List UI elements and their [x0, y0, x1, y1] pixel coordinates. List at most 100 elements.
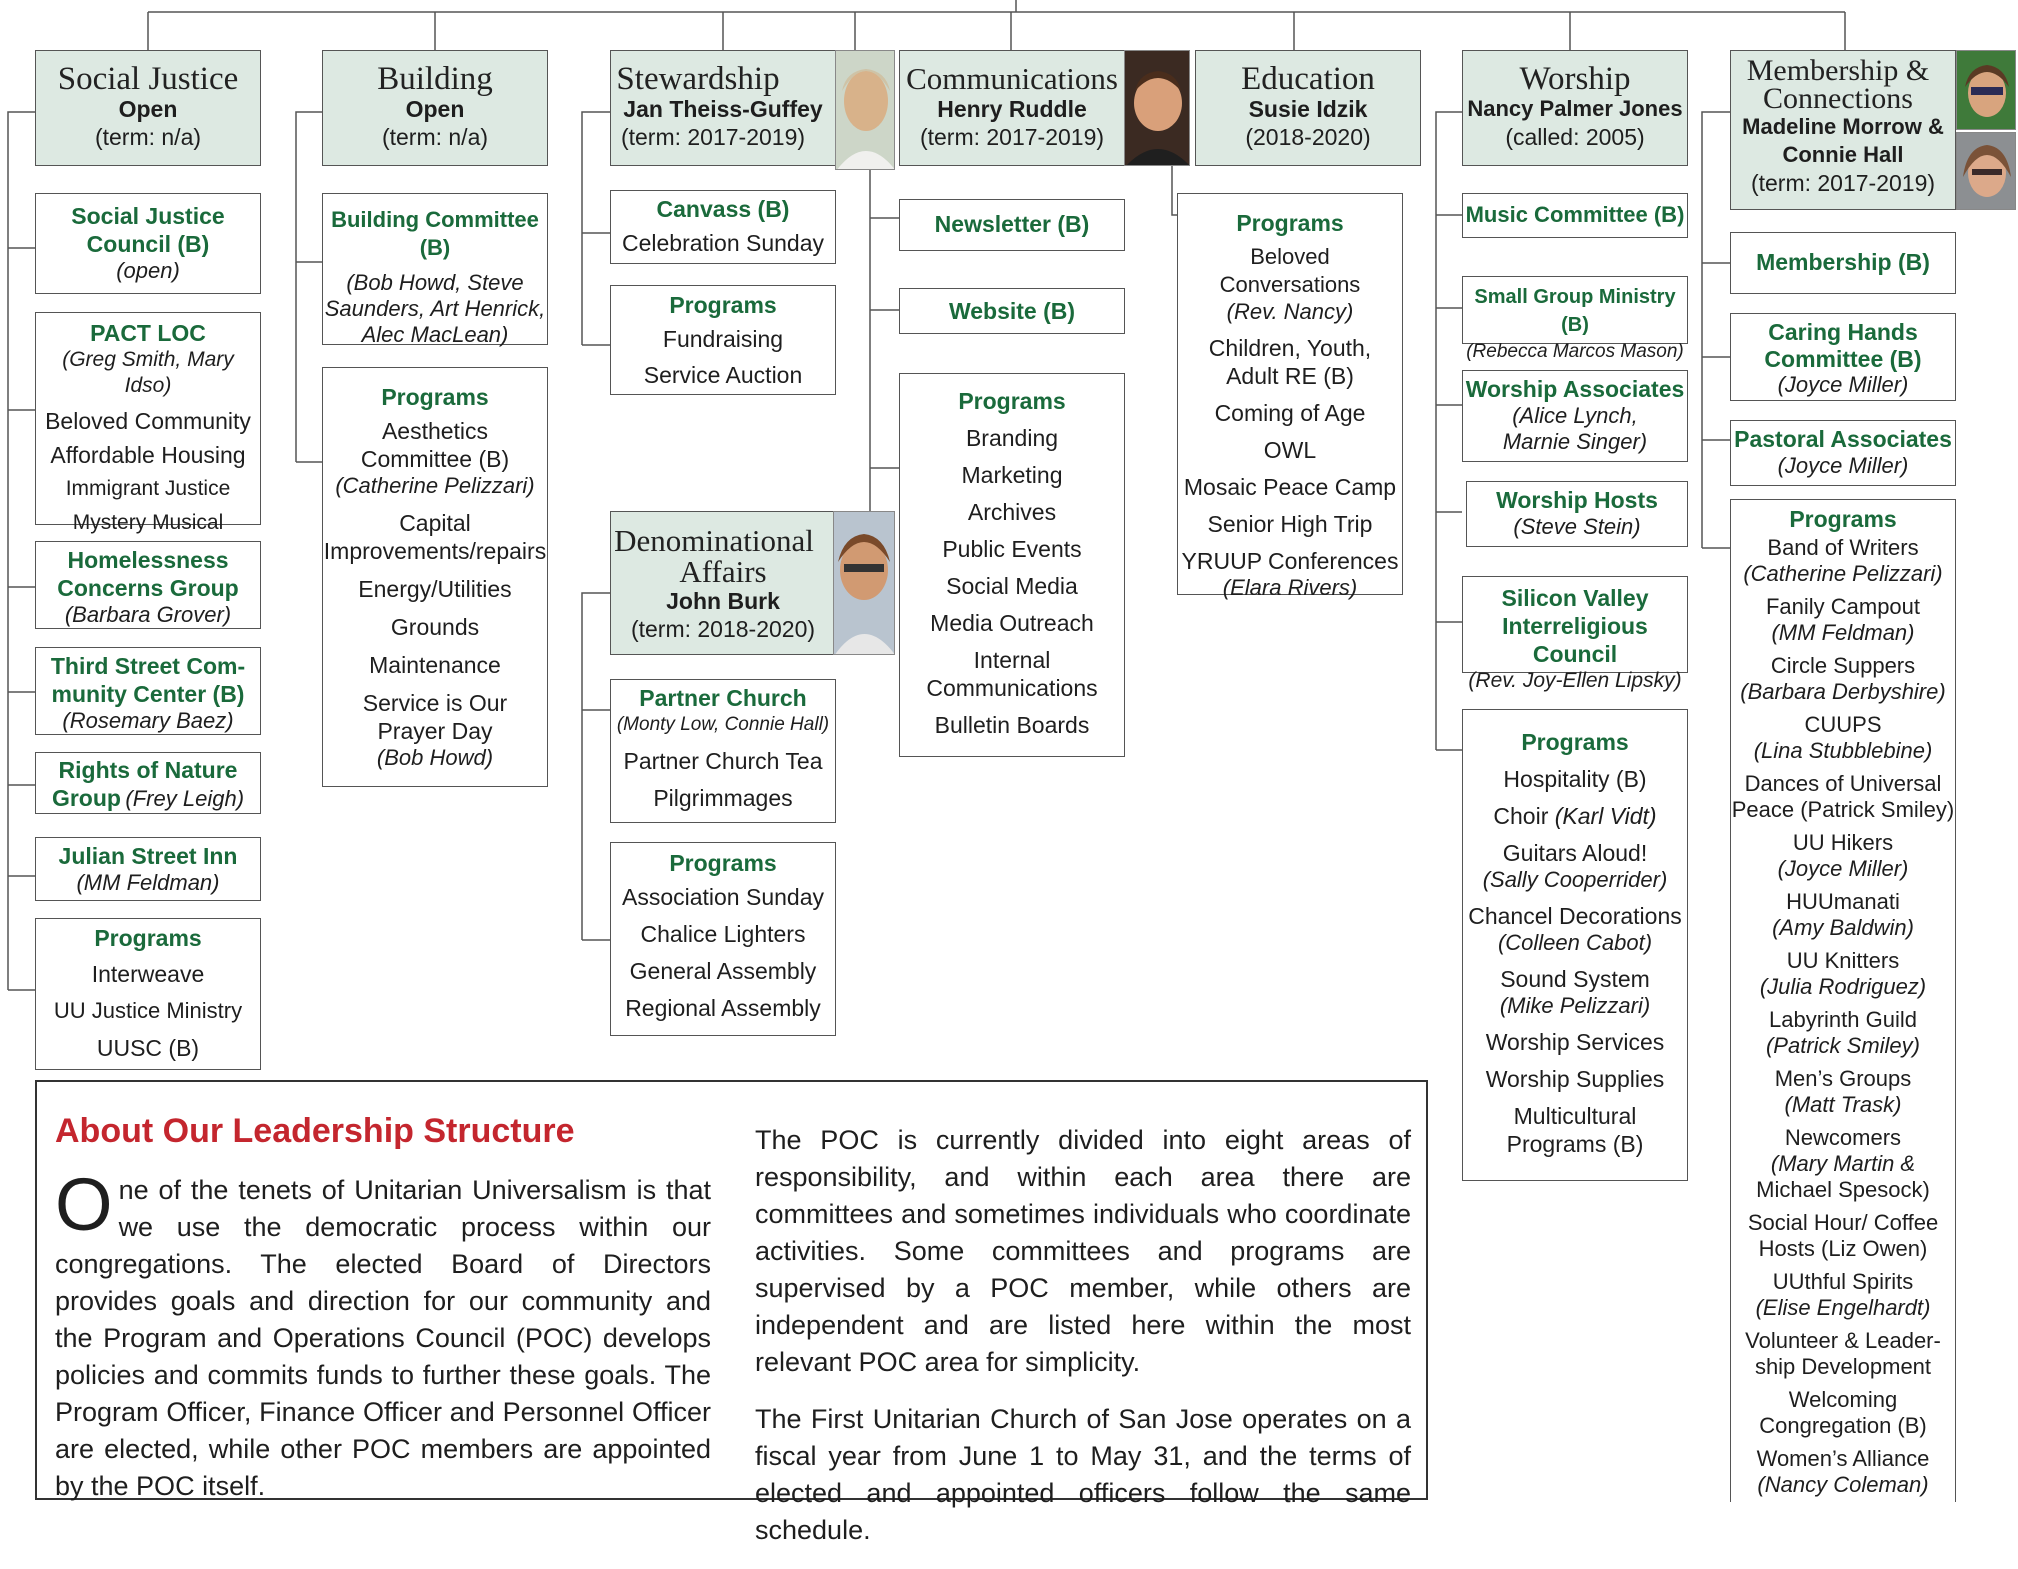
leader-photo — [1956, 50, 2016, 130]
program-who: (Colleen Cabot) — [1497, 930, 1653, 955]
program-detail: Hosts (Liz Owen) — [1758, 1236, 1928, 1261]
bld-committee-who: Saunders, Art Henrick, — [324, 296, 546, 321]
sj-programs-box: Programs Interweave UU Justice Ministry … — [35, 918, 261, 1070]
bld-committee-box: Building Committee (B) (Bob Howd, Steve … — [322, 193, 548, 347]
program-detail: (Julia Rodriguez) — [1759, 974, 1927, 999]
pact-item: Affordable Housing — [50, 442, 246, 468]
program-detail: Congregation (B) — [1759, 1413, 1927, 1438]
drop-cap: O — [55, 1163, 113, 1246]
program-detail: (Patrick Smiley) — [1765, 1033, 1920, 1058]
area-leader: Susie Idzik — [1248, 96, 1368, 122]
stw-programs-box: Programs Fundraising Service Auction — [610, 285, 836, 395]
program-item: Men’s Groups(Matt Trask) — [1731, 1066, 1955, 1118]
program-detail: (Mary Martin & — [1770, 1151, 1916, 1176]
mem-membership-box: Membership (B) — [1730, 232, 1956, 294]
caring-hands-title: Caring Hands — [1768, 319, 1918, 345]
area-title: Denominational — [614, 523, 814, 558]
about-heading: About Our Leadership Structure — [55, 1112, 575, 1150]
partner-item: Pilgrimmages — [653, 785, 793, 811]
sj-council-who: (open) — [116, 258, 180, 283]
program-item: Internal — [973, 647, 1051, 673]
program-item: Worship Supplies — [1485, 1066, 1665, 1092]
program-name: Social Hour/ Coffee — [1747, 1210, 1939, 1235]
program-item: Energy/Utilities — [358, 576, 512, 602]
program-who: (Catherine Pelizzari) — [335, 473, 535, 498]
area-leader: Madeline Morrow & — [1742, 114, 1944, 139]
program-item: Worship Services — [1485, 1029, 1665, 1055]
wor-hosts-box: Worship Hosts (Steve Stein) — [1466, 481, 1688, 547]
program-name: Circle Suppers — [1770, 653, 1916, 678]
wor-associates-box: Worship Associates (Alice Lynch, Marnie … — [1462, 370, 1688, 462]
mem-programs-box: Programs Band of Writers(Catherine Peliz… — [1730, 499, 1956, 1502]
program-who: (Rev. Nancy) — [1226, 299, 1354, 324]
leader-photo — [833, 511, 895, 655]
programs-heading: Programs — [669, 292, 777, 318]
bld-committee-who: Alec MacLean) — [361, 322, 509, 347]
area-term: (term: 2017-2019) — [620, 124, 806, 150]
rights-title-2: Group — [51, 785, 121, 811]
small-group-title: Small Group Ministry (B) — [1474, 286, 1676, 336]
area-leader: Open — [118, 96, 178, 122]
pastoral-who: (Joyce Miller) — [1777, 453, 1909, 478]
program-detail: (Barbara Derbyshire) — [1740, 679, 1946, 704]
programs-heading: Programs — [669, 850, 777, 876]
area-title: Stewardship — [616, 61, 780, 97]
program-detail: (Matt Trask) — [1784, 1092, 1902, 1117]
homeless-who: (Barbara Grover) — [64, 602, 232, 627]
mem-caring-hands-box: Caring Hands Committee (B) (Joyce Miller… — [1730, 313, 1956, 401]
program-detail: (Lina Stubblebine) — [1753, 738, 1933, 763]
area-header-building: Building Open (term: n/a) — [322, 50, 548, 166]
program-item: Maintenance — [369, 652, 501, 678]
leader-photo — [1124, 50, 1190, 166]
bld-committee-who: (Bob Howd, Steve — [346, 270, 524, 295]
area-leader: Nancy Palmer Jones — [1467, 96, 1683, 121]
program-item: Interweave — [91, 961, 205, 987]
program-item: Labyrinth Guild(Patrick Smiley) — [1731, 1007, 1955, 1059]
program-detail: (Nancy Coleman) — [1757, 1472, 1929, 1497]
program-item: Chalice Lighters — [640, 921, 806, 947]
den-partner-church-box: Partner Church (Monty Low, Connie Hall) … — [610, 679, 836, 823]
sj-council-title-2: Council (B) — [86, 231, 210, 257]
area-leader: Connie Hall — [1782, 142, 1904, 167]
area-leader: John Burk — [666, 588, 780, 614]
sj-third-street-box: Third Street Com- munity Center (B) (Ros… — [35, 647, 261, 735]
third-street-title: Third Street Com- — [50, 653, 246, 679]
leader-photo — [1956, 132, 2016, 210]
associates-who: Marnie Singer) — [1502, 429, 1648, 454]
program-item: Media Outreach — [930, 610, 1094, 636]
silicon-valley-who: (Rev. Joy-Ellen Lipsky) — [1468, 669, 1682, 692]
program-item: CUUPS(Lina Stubblebine) — [1731, 712, 1955, 764]
newsletter-title: Newsletter (B) — [934, 211, 1090, 237]
sj-council-title: Social Justice — [71, 203, 225, 229]
program-item: Social Media — [946, 573, 1078, 599]
pact-who: (Greg Smith, Mary Idso) — [62, 348, 234, 397]
program-item: Band of Writers(Catherine Pelizzari) — [1731, 535, 1955, 587]
program-item: Bulletin Boards — [934, 712, 1090, 738]
program-name: CUUPS — [1804, 712, 1882, 737]
program-item: Service Auction — [643, 362, 803, 388]
stw-canvass-box: Canvass (B) Celebration Sunday — [610, 190, 836, 264]
partner-church-title: Partner Church — [639, 685, 807, 711]
program-item: Capital — [399, 510, 471, 536]
program-item: Children, Youth, — [1208, 335, 1372, 361]
homeless-title-2: Concerns Group — [57, 575, 239, 601]
programs-heading: Programs — [1521, 729, 1629, 755]
program-item: Circle Suppers(Barbara Derbyshire) — [1731, 653, 1955, 705]
program-item: Service is Our — [362, 690, 508, 716]
com-website-box: Website (B) — [899, 288, 1125, 334]
program-detail: (Catherine Pelizzari) — [1743, 561, 1943, 586]
julian-title: Julian Street Inn — [58, 843, 238, 869]
associates-who: (Alice Lynch, — [1512, 403, 1638, 428]
hosts-title: Worship Hosts — [1496, 487, 1658, 513]
caring-hands-who: (Joyce Miller) — [1777, 372, 1909, 397]
program-who: (Elara Rivers) — [1222, 575, 1358, 600]
silicon-valley-title: Silicon Valley — [1501, 585, 1649, 611]
program-detail: (MM Feldman) — [1771, 620, 1915, 645]
leader-photo — [835, 50, 895, 170]
program-item: Prayer Day — [377, 718, 493, 744]
program-item: Newcomers(Mary Martin &Michael Spesock) — [1731, 1125, 1955, 1203]
edu-programs-box: Programs Beloved Conversations (Rev. Nan… — [1177, 193, 1403, 600]
wor-small-group-box: Small Group Ministry (B) (Rebecca Marcos… — [1462, 276, 1688, 362]
bld-committee-title: Building Committee (B) — [331, 207, 539, 260]
